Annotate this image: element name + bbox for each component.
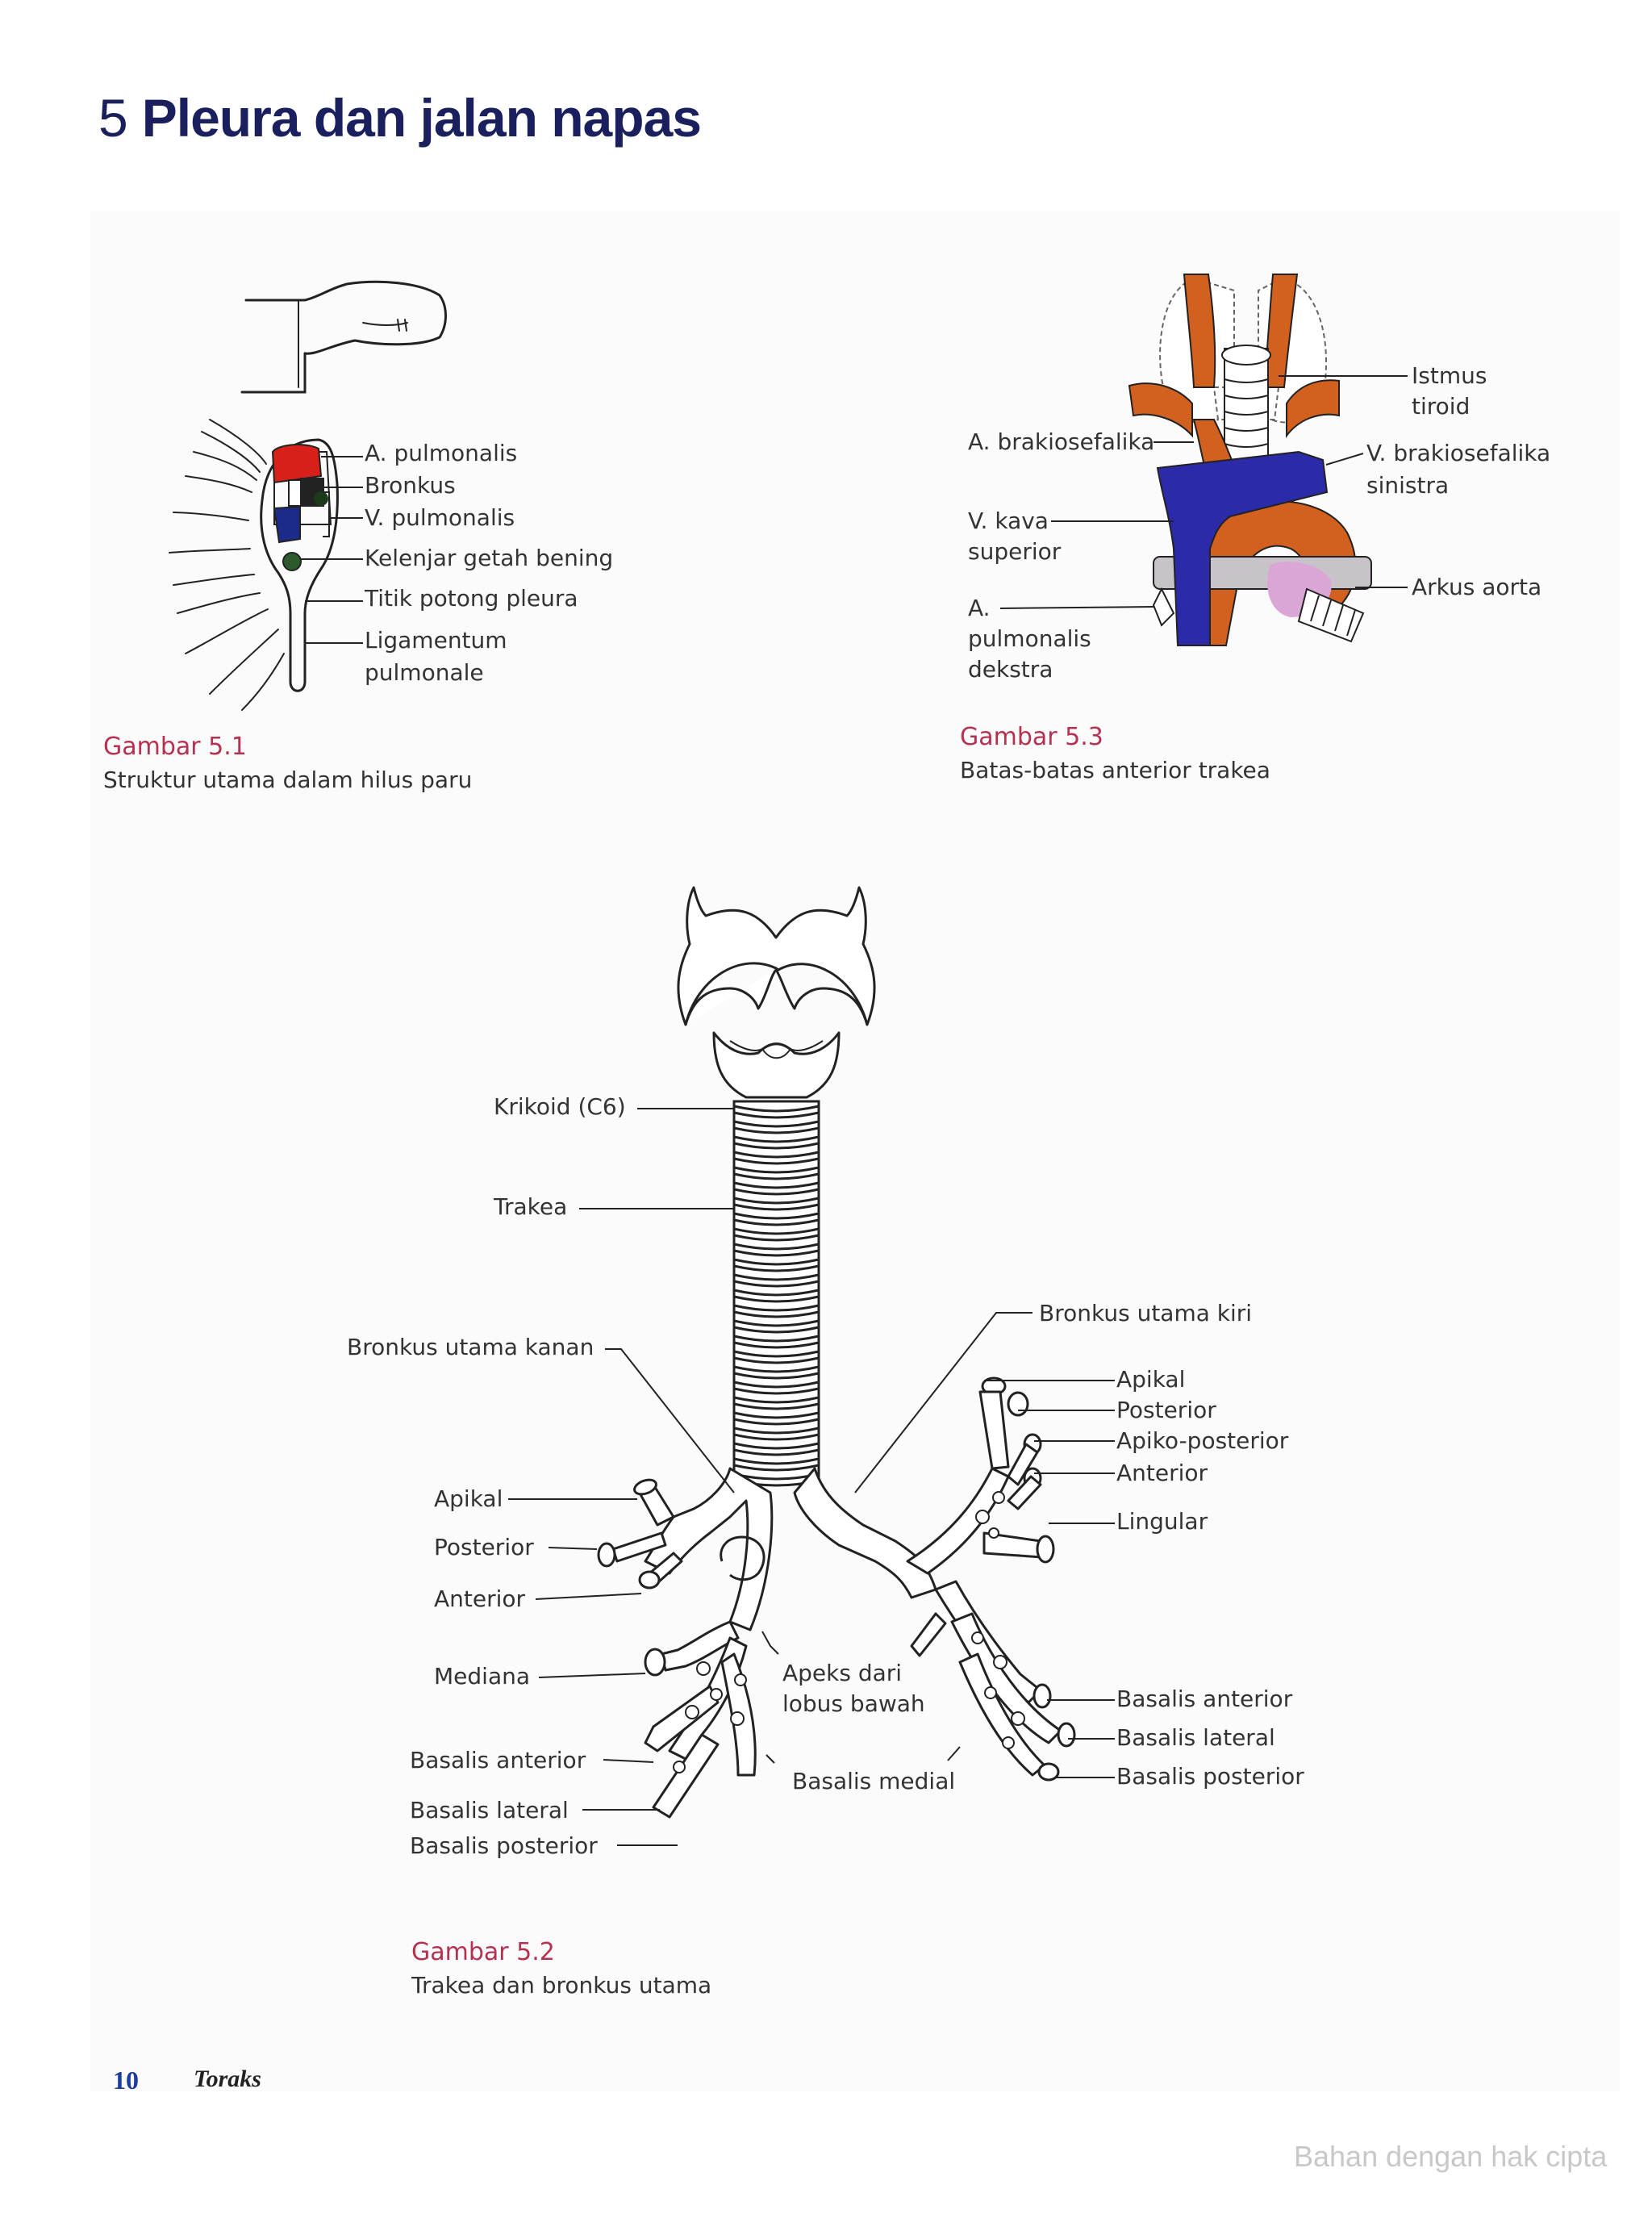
figure-5-3-caption-text: Batas-batas anterior trakea xyxy=(960,757,1270,783)
figure-5-1-caption-number: Gambar 5.1 xyxy=(103,733,247,761)
figure-5-1-caption-text: Struktur utama dalam hilus paru xyxy=(103,767,473,793)
label-dekstra: dekstra xyxy=(968,656,1053,683)
label-tiroid: tiroid xyxy=(1412,393,1471,420)
label-apeks-dari: Apeks dari xyxy=(782,1660,903,1686)
label-right-basalis-lateral: Basalis lateral xyxy=(410,1797,569,1823)
label-right-apikal: Apikal xyxy=(434,1485,503,1512)
label-left-basalis-anterior: Basalis anterior xyxy=(1116,1686,1293,1712)
label-basalis-medial: Basalis medial xyxy=(792,1768,956,1794)
label-bronkus-utama-kiri: Bronkus utama kiri xyxy=(1039,1300,1253,1326)
label-arkus-aorta: Arkus aorta xyxy=(1412,574,1542,600)
label-sinistra: sinistra xyxy=(1366,472,1450,499)
label-v-brakiosefalika: V. brakiosefalika xyxy=(1366,440,1551,466)
label-ligamentum: Ligamentum xyxy=(365,627,507,654)
section-name: Toraks xyxy=(194,2066,261,2092)
chapter-number: 5 xyxy=(98,88,128,148)
label-bronkus: Bronkus xyxy=(365,472,456,499)
label-right-basalis-anterior: Basalis anterior xyxy=(410,1747,586,1773)
label-right-posterior: Posterior xyxy=(434,1534,534,1560)
label-left-basalis-posterior: Basalis posterior xyxy=(1116,1763,1304,1790)
chapter-title: Pleura dan jalan napas xyxy=(141,88,702,148)
label-a: A. xyxy=(968,595,991,621)
label-right-basalis-posterior: Basalis posterior xyxy=(410,1832,598,1859)
figure-5-3-caption-number: Gambar 5.3 xyxy=(960,723,1103,751)
label-left-lingular: Lingular xyxy=(1116,1508,1208,1535)
label-bronkus-utama-kanan: Bronkus utama kanan xyxy=(347,1334,594,1360)
label-v-pulmonalis: V. pulmonalis xyxy=(365,504,515,531)
label-superior: superior xyxy=(968,538,1062,565)
label-lobus-bawah: lobus bawah xyxy=(782,1690,925,1717)
label-v-kava: V. kava xyxy=(968,508,1049,534)
label-left-apikal: Apikal xyxy=(1116,1366,1186,1393)
label-right-anterior: Anterior xyxy=(434,1585,526,1612)
label-a-pulmonalis: A. pulmonalis xyxy=(365,440,518,466)
label-left-apiko-posterior: Apiko-posterior xyxy=(1116,1427,1289,1454)
copyright-watermark: Bahan dengan hak cipta xyxy=(1294,2140,1608,2173)
page-background xyxy=(90,211,1620,2091)
figure-5-2-caption-text: Trakea dan bronkus utama xyxy=(411,1972,712,1999)
label-right-mediana: Mediana xyxy=(434,1663,530,1690)
label-trakea: Trakea xyxy=(494,1193,568,1220)
label-left-basalis-lateral: Basalis lateral xyxy=(1116,1724,1275,1751)
label-krikoid: Krikoid (C6) xyxy=(494,1093,626,1120)
label-left-anterior: Anterior xyxy=(1116,1460,1208,1486)
label-pulmonalis: pulmonalis xyxy=(968,625,1091,652)
label-pulmonale: pulmonale xyxy=(365,659,484,686)
label-kelenjar-getah-bening: Kelenjar getah bening xyxy=(365,545,614,571)
label-a-brakiosefalika: A. brakiosefalika xyxy=(968,428,1155,455)
page-number: 10 xyxy=(113,2066,139,2095)
label-titik-potong-pleura: Titik potong pleura xyxy=(365,585,578,612)
label-left-posterior: Posterior xyxy=(1116,1397,1216,1423)
figure-5-2-caption-number: Gambar 5.2 xyxy=(411,1938,555,1966)
label-istmus: Istmus xyxy=(1412,362,1487,389)
